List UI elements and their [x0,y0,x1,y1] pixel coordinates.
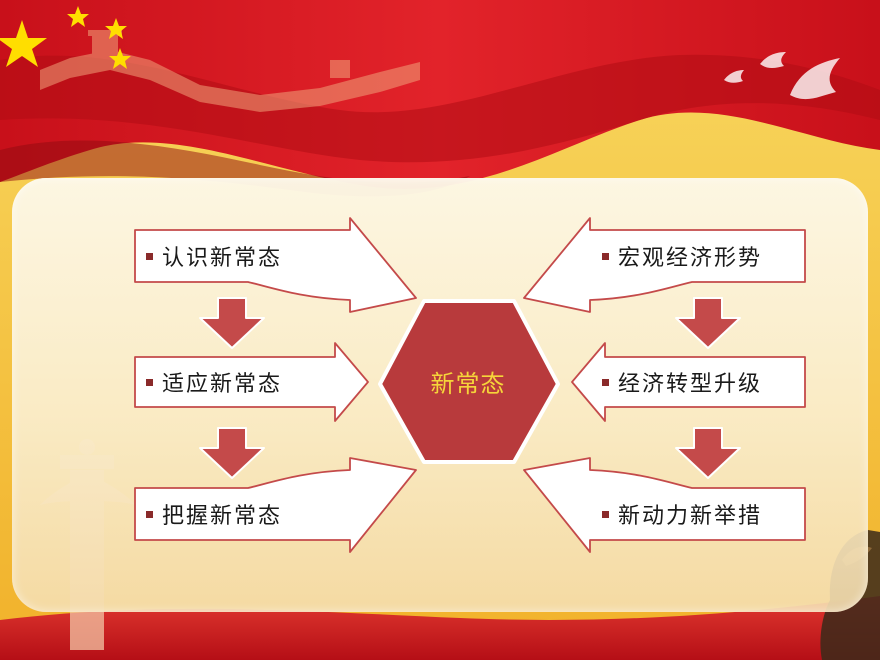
item-label: 宏观经济形势 [618,246,763,271]
item-label: 认识新常态 [162,246,283,271]
arrow-middle-left [134,342,369,422]
china-flag-icon [0,6,131,69]
arrow-top-left-curved [134,217,417,313]
item-recognize-new-normal: 认识新常态 [138,233,356,279]
item-label: 适应新常态 [162,372,283,397]
dove-icon [724,52,840,100]
item-label: 新动力新举措 [618,504,763,529]
center-hexagon [378,299,560,464]
bullet-icon [602,378,609,386]
bullet-icon [146,378,153,386]
down-arrow-left-1 [199,297,265,349]
down-arrow-right-2 [675,427,741,479]
item-grasp-new-normal: 把握新常态 [138,491,356,537]
arrow-top-right-curved [523,217,806,313]
item-label: 把握新常态 [162,504,283,529]
arrow-bottom-left-curved [134,457,417,553]
great-wall-icon [40,30,420,112]
bullet-icon [602,252,609,260]
bullet-icon [146,510,153,518]
down-arrow-right-1 [675,297,741,349]
center-label: 新常态 [430,370,506,398]
down-arrow-left-2 [199,427,265,479]
bullet-icon [602,510,609,518]
item-adapt-new-normal: 适应新常态 [138,360,342,404]
arrow-bottom-right-curved [523,457,806,553]
arrow-middle-right [571,342,806,422]
item-economic-transformation: 经济转型升级 [594,360,810,404]
bullet-icon [146,252,153,260]
item-label: 经济转型升级 [618,372,763,397]
item-new-drivers: 新动力新举措 [594,491,810,537]
item-macro-economy: 宏观经济形势 [594,233,810,279]
